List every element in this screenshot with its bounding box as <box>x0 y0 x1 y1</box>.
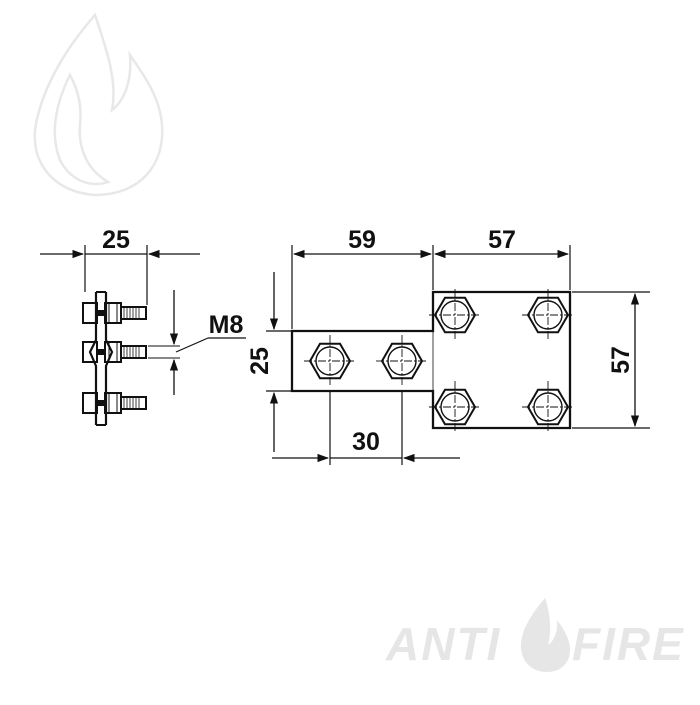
dim-plate-height: 57 <box>607 346 635 374</box>
brand-anti-text: ANTI <box>385 618 501 670</box>
hex-bolt-plate-4 <box>521 380 575 434</box>
hex-bolt-lug-2 <box>375 334 429 388</box>
side-bolt-top <box>82 302 147 324</box>
dim-side-width: 25 <box>102 226 130 254</box>
brand-watermark: ANTI FIRE <box>385 598 685 672</box>
side-view: 25 M8 <box>40 226 246 426</box>
brand-fire-text: FIRE <box>572 618 685 670</box>
dim-lug-height: 25 <box>246 347 274 375</box>
hex-bolt-plate-2 <box>521 288 575 342</box>
hex-bolt-plate-3 <box>428 380 482 434</box>
flame-watermark-icon <box>33 12 164 197</box>
dim-bolt-spacing: 30 <box>352 428 380 456</box>
dim-plate-width: 57 <box>488 226 516 254</box>
hex-bolt-lug-1 <box>303 334 357 388</box>
dim-bolt-size: M8 <box>209 311 244 339</box>
dim-lug-length: 59 <box>348 226 376 254</box>
flame-icon <box>520 598 571 672</box>
hex-bolt-plate-1 <box>428 288 482 342</box>
front-view: 59 57 25 57 30 <box>246 226 650 465</box>
side-bolt-bottom <box>82 392 147 414</box>
